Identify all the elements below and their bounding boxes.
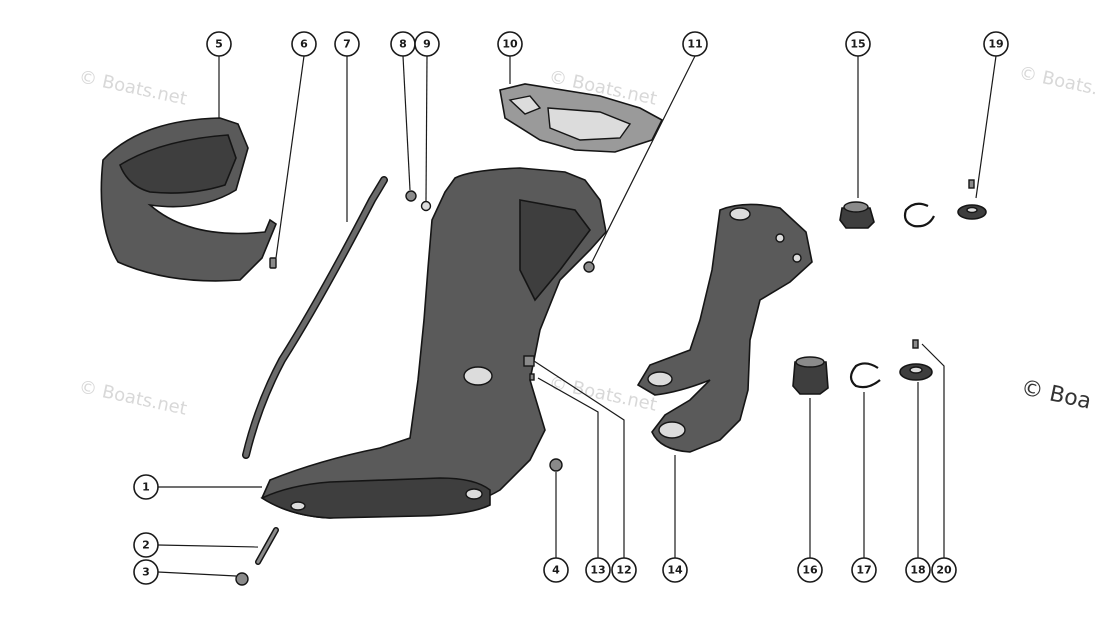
callout-20: 20: [931, 557, 957, 583]
watermark-3: © Boats.net: [1017, 62, 1096, 105]
callout-7: 7: [334, 31, 360, 57]
callout-16: 16: [797, 557, 823, 583]
part-4-nut: [549, 458, 563, 472]
part-15-bushing: [839, 201, 875, 229]
svg-text:5: 5: [215, 38, 223, 51]
svg-text:6: 6: [300, 38, 308, 51]
svg-text:20: 20: [936, 564, 952, 577]
callout-14: 14: [662, 557, 688, 583]
part-11-nut: [583, 261, 595, 273]
svg-text:1: 1: [142, 481, 150, 494]
svg-text:4: 4: [552, 564, 560, 577]
callout-12: 12: [611, 557, 637, 583]
callout-9: 9: [414, 31, 440, 57]
part-3-nut: [235, 572, 249, 586]
part-19-washer: [957, 179, 987, 220]
svg-text:9: 9: [423, 38, 431, 51]
callout-6: 6: [291, 31, 317, 57]
callout-19: 19: [983, 31, 1009, 57]
svg-text:15: 15: [850, 38, 865, 51]
svg-text:11: 11: [687, 38, 702, 51]
callout-4: 4: [543, 557, 569, 583]
watermark-1: © Boats.net: [77, 66, 189, 109]
svg-text:10: 10: [502, 38, 518, 51]
part-7-strip: [242, 176, 388, 459]
callout-10: 10: [497, 31, 523, 57]
part-12-clip: [523, 355, 535, 367]
svg-text:3: 3: [142, 566, 150, 579]
part-16-bushing: [792, 356, 829, 395]
leader-lines: [157, 55, 997, 577]
svg-text:18: 18: [910, 564, 925, 577]
svg-text:2: 2: [142, 539, 150, 552]
svg-text:16: 16: [802, 564, 818, 577]
part-2-stud: [255, 527, 279, 565]
callout-15: 15: [845, 31, 871, 57]
svg-text:17: 17: [856, 564, 871, 577]
svg-text:19: 19: [988, 38, 1003, 51]
watermark-4: © Boats.net: [77, 376, 189, 419]
part-17-ring-upper: [903, 202, 935, 228]
part-9-washer: [420, 200, 432, 212]
part-5-cover: [100, 117, 277, 282]
callout-3: 3: [133, 559, 159, 585]
callout-8: 8: [390, 31, 416, 57]
part-14-bracket: [636, 203, 813, 453]
part-17-ring: [849, 362, 881, 389]
svg-text:13: 13: [590, 564, 605, 577]
part-18-washer: [899, 363, 933, 381]
callout-2: 2: [133, 532, 159, 558]
part-1-housing: [260, 167, 607, 519]
svg-text:12: 12: [616, 564, 631, 577]
callout-13: 13: [585, 557, 611, 583]
part-6-screw: [269, 257, 277, 269]
callout-18: 18: [905, 557, 931, 583]
part-20-screw: [912, 339, 919, 349]
callout-1: 1: [133, 474, 159, 500]
part-13-screw: [529, 373, 535, 381]
callout-11: 11: [682, 31, 708, 57]
part-8-nut: [405, 190, 417, 202]
callout-5: 5: [206, 31, 232, 57]
svg-text:8: 8: [399, 38, 407, 51]
watermark-large: © Boa: [1019, 375, 1094, 414]
callout-17: 17: [851, 557, 877, 583]
svg-text:7: 7: [343, 38, 351, 51]
part-10-gasket: [499, 83, 664, 153]
svg-text:14: 14: [667, 564, 683, 577]
